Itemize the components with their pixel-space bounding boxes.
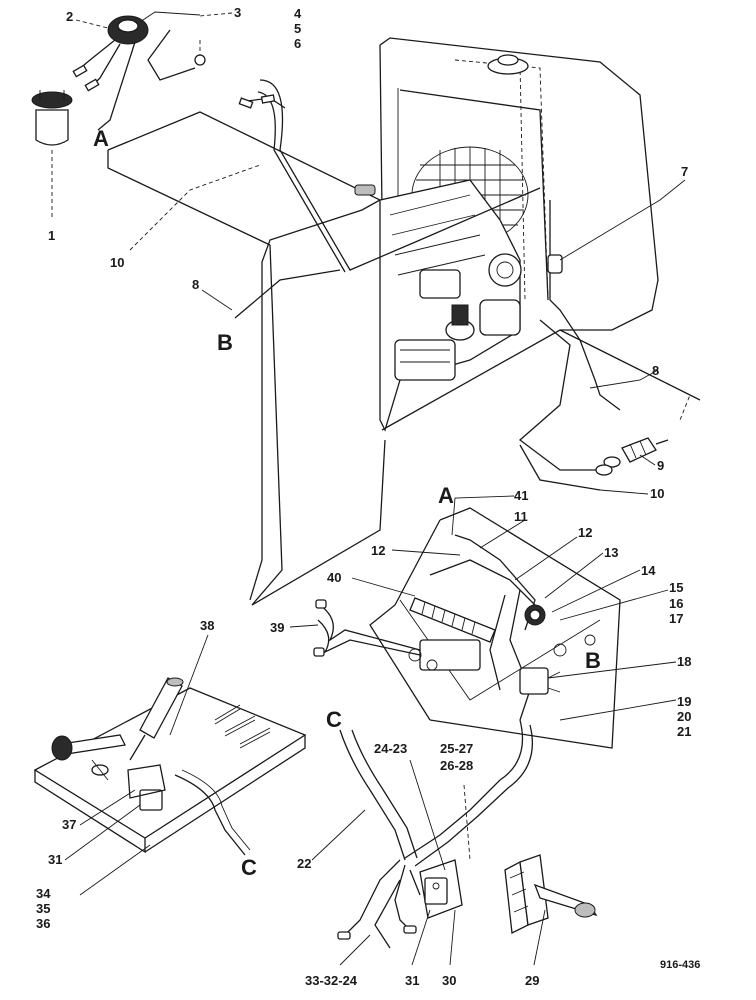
column-switch-part-29: [504, 854, 598, 934]
callout-label: 38: [200, 618, 214, 633]
callout-label: 7: [681, 164, 688, 179]
radiator-shroud: [379, 37, 701, 431]
connector-letter: A: [438, 483, 454, 508]
harness-10-top: [238, 79, 541, 273]
temp-sender-part-9: [621, 437, 669, 463]
callout-label: 35: [36, 901, 50, 916]
engine-hood: [107, 111, 396, 606]
callout-label: 10: [650, 486, 664, 501]
callout-label: 9: [657, 458, 664, 473]
callout-label: 20: [677, 709, 691, 724]
callout-label: 1: [48, 228, 55, 243]
callout-label: 37: [62, 817, 76, 832]
callout-label: 25-27: [440, 741, 473, 756]
harness-8-right: [518, 200, 621, 491]
callout-label: 2: [66, 9, 73, 24]
cable-part-39: [313, 599, 421, 657]
engine-block: [354, 179, 522, 432]
connector-letter: C: [326, 707, 342, 732]
callout-label: 16: [669, 596, 683, 611]
control-panel: [369, 507, 621, 749]
callout-label: 24-23: [374, 741, 407, 756]
callout-label: 5: [294, 21, 301, 36]
callout-label: 15: [669, 580, 683, 595]
pedal-shaft: [51, 734, 126, 781]
callout-label: 41: [514, 488, 528, 503]
callout-label: 22: [297, 856, 311, 871]
fuse-block-part-40: [409, 597, 496, 643]
hydraulic-cylinder: [129, 677, 184, 761]
callout-label: 18: [677, 654, 691, 669]
callout-label: 17: [669, 611, 683, 626]
horn-part-2: [107, 11, 201, 45]
conduit-hose: [339, 719, 534, 867]
harness-b-left: [234, 269, 341, 319]
drawing-number: 916-436: [660, 959, 700, 971]
harness-a-wires: [51, 29, 196, 220]
callout-label: 14: [641, 563, 656, 578]
callout-label: 12: [371, 543, 385, 558]
callout-label: 39: [270, 620, 284, 635]
connector-letter: B: [217, 330, 233, 355]
callout-label: 40: [327, 570, 341, 585]
callout-label: 31: [48, 852, 62, 867]
callout-label: 29: [525, 973, 539, 988]
callout-label: 26-28: [440, 758, 473, 773]
terminal-part-4: [194, 40, 206, 66]
callout-label: 30: [442, 973, 456, 988]
callout-label: 34: [36, 886, 51, 901]
callout-label: 21: [677, 724, 691, 739]
callout-label: 12: [578, 525, 592, 540]
connector-letter: A: [93, 126, 109, 151]
leader-lines: [64, 12, 686, 966]
callout-label: 10: [110, 255, 124, 270]
connector-letter: B: [585, 648, 601, 673]
lower-harness: [337, 859, 421, 949]
switch-knob-part-1: [31, 90, 73, 146]
callout-label: 36: [36, 916, 50, 931]
callout-label: 13: [604, 545, 618, 560]
pedal-plate: [33, 687, 307, 854]
callout-label: 8: [652, 363, 659, 378]
callout-label: 11: [514, 509, 528, 524]
callout-label: 31: [405, 973, 419, 988]
callout-label: 19: [677, 694, 691, 709]
connector-letter: C: [241, 855, 257, 880]
callout-label: 4: [294, 6, 302, 21]
brake-switch-part-31: [127, 764, 166, 811]
callout-label: 33-32-24: [305, 973, 358, 988]
callout-label: 6: [294, 36, 301, 51]
callout-label: 3: [234, 5, 241, 20]
callout-label: 8: [192, 277, 199, 292]
pedal-harness: [174, 769, 251, 856]
panel-wiring: [429, 534, 561, 721]
switch-bracket-part-30: [419, 859, 463, 919]
